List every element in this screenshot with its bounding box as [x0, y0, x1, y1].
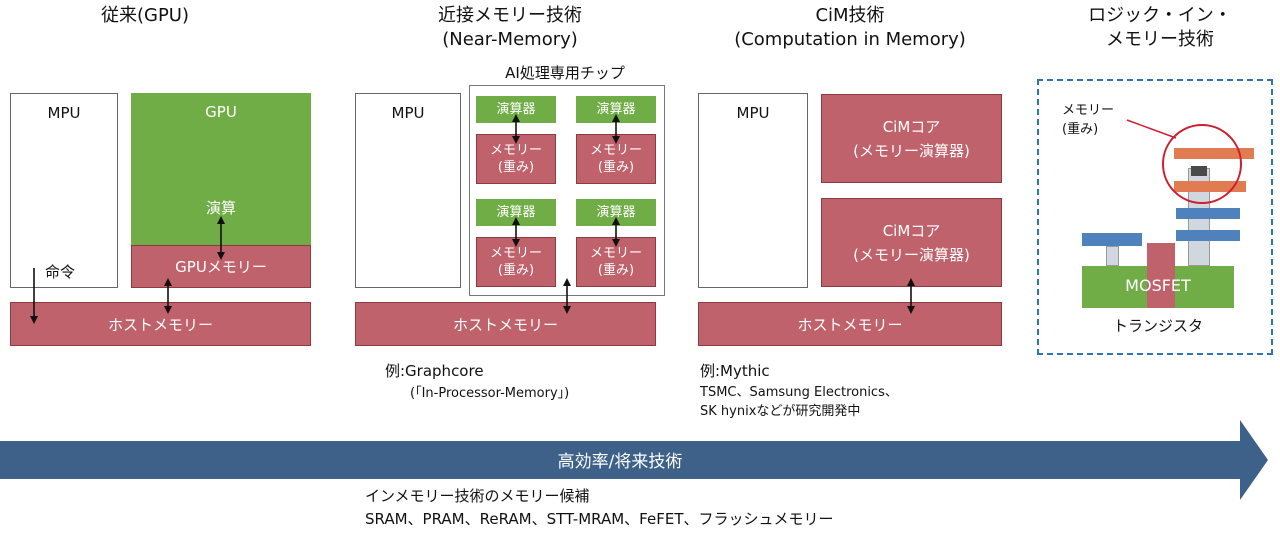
mpu-block: MPU	[10, 93, 118, 288]
memory-weights-line2: (重み)	[597, 160, 635, 175]
mpu-block-2: MPU	[355, 93, 461, 288]
memory-weights-line2: (重み)	[597, 263, 635, 278]
near-memory-title-line2: (Near-Memory)	[442, 29, 578, 50]
lim-memory-line2: (重み)	[1062, 122, 1099, 137]
memory-weights-line1: メモリー	[589, 246, 642, 261]
memory-weights-line1: メモリー	[589, 143, 642, 158]
command-label: 命令	[45, 263, 76, 281]
mpu-label: MPU	[47, 104, 81, 122]
mosfet-gate	[1147, 243, 1175, 308]
mpu-label-3: MPU	[736, 104, 770, 122]
transistor-label: トランジスタ	[1112, 317, 1203, 335]
example-mythic: 例:Mythic	[700, 362, 770, 380]
cim-title-line2: (Computation in Memory)	[734, 29, 966, 50]
ai-chip-label: AI処理専用チップ	[505, 64, 625, 82]
host-memory-block-3: ホストメモリー	[698, 302, 1002, 346]
cim-core-line2: (メモリー演算器)	[853, 245, 970, 264]
future-tech-label: 高効率/将来技術	[557, 452, 683, 472]
footer-candidates: SRAM、PRAM、ReRAM、STT-MRAM、FeFET、フラッシュメモリー	[365, 510, 834, 528]
host-memory-block: ホストメモリー	[10, 302, 311, 346]
footer-title: インメモリー技術のメモリー候補	[365, 487, 590, 505]
metal-layer-2	[1176, 230, 1240, 241]
host-memory-block-2: ホストメモリー	[355, 302, 656, 346]
lim-title-line1: ロジック・イン・	[1088, 5, 1232, 26]
source-via	[1106, 246, 1119, 266]
cim-title-line1: CiM技術	[815, 5, 885, 26]
cim-core-line1: CiMコア	[882, 221, 941, 240]
example-graphcore: 例:Graphcore	[385, 362, 484, 380]
memory-weights-line2: (重み)	[497, 160, 535, 175]
memory-weights-line1: メモリー	[489, 246, 542, 261]
lim-memory-line1: メモリー	[1062, 103, 1115, 118]
memory-weights-line2: (重み)	[497, 263, 535, 278]
lim-title-line2: メモリー技術	[1106, 29, 1214, 50]
example-vendors: TSMC、Samsung Electronics、	[700, 385, 898, 400]
source-contact	[1082, 233, 1142, 246]
mpu-block-3: MPU	[698, 93, 808, 288]
metal-layer-1	[1176, 208, 1240, 219]
example-graphcore-detail: (「In-Processor-Memory」)	[410, 386, 570, 401]
memory-weights-line1: メモリー	[489, 143, 542, 158]
lim-dashed-frame	[1037, 79, 1273, 355]
future-tech-arrow	[0, 420, 1268, 500]
near-memory-title-line1: 近接メモリー技術	[438, 5, 582, 26]
gpu-label: GPU	[205, 103, 237, 121]
mosfet-label: MOSFET	[1125, 276, 1191, 295]
compute-label: 演算	[205, 199, 236, 217]
highlight-circle	[1162, 124, 1242, 204]
memory-leader-line	[1126, 119, 1177, 139]
mpu-label-2: MPU	[391, 104, 425, 122]
cim-core-line2: (メモリー演算器)	[853, 141, 970, 160]
conventional-title: 従来(GPU)	[100, 5, 190, 26]
example-status: SK hynixなどが研究開発中	[700, 404, 861, 419]
cim-core-line1: CiMコア	[882, 117, 941, 136]
cim-core: CiMコア (メモリー演算器)	[821, 94, 1002, 183]
